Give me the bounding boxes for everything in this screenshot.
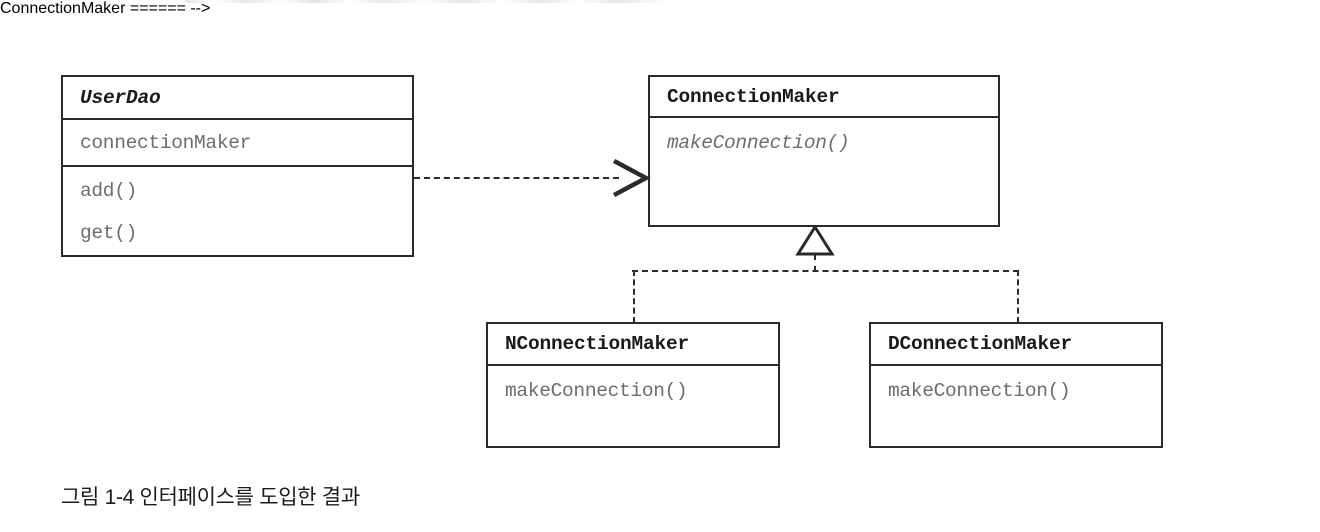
- class-box-d-connection-maker: DConnectionMaker makeConnection(): [869, 322, 1163, 448]
- class-title-connection-maker: ConnectionMaker: [650, 77, 998, 118]
- class-method-user-dao-get: get(): [80, 222, 138, 244]
- class-method-user-dao-add: add(): [80, 180, 138, 202]
- realization-hollow-triangle-icon: [795, 225, 835, 256]
- page-top-cutoff-remnant: [185, 0, 665, 3]
- realization-line-n-connection-maker: [633, 270, 635, 323]
- class-title-d-connection-maker: DConnectionMaker: [871, 324, 1161, 366]
- dependency-line-user-dao-to-connection-maker: [414, 177, 619, 179]
- class-box-n-connection-maker: NConnectionMaker makeConnection(): [486, 322, 780, 448]
- realization-stem-connection-maker: [814, 254, 816, 272]
- class-method-n-connection-maker-make-connection: makeConnection(): [505, 380, 688, 402]
- figure-caption: 그림 1-4 인터페이스를 도입한 결과: [61, 486, 360, 509]
- class-method-connection-maker-make-connection: makeConnection(): [667, 132, 850, 154]
- class-title-n-connection-maker: NConnectionMaker: [488, 324, 778, 366]
- class-box-connection-maker: ConnectionMaker makeConnection(): [648, 75, 1000, 227]
- realization-bus-line: [632, 270, 1019, 272]
- realization-line-d-connection-maker: [1017, 270, 1019, 323]
- dependency-open-arrowhead-icon: [612, 158, 651, 198]
- class-field-user-dao-connection-maker: connectionMaker: [63, 120, 412, 167]
- class-title-user-dao: UserDao: [63, 77, 412, 120]
- class-method-d-connection-maker-make-connection: makeConnection(): [888, 380, 1071, 402]
- class-box-user-dao: UserDao connectionMaker add() get(): [61, 75, 414, 257]
